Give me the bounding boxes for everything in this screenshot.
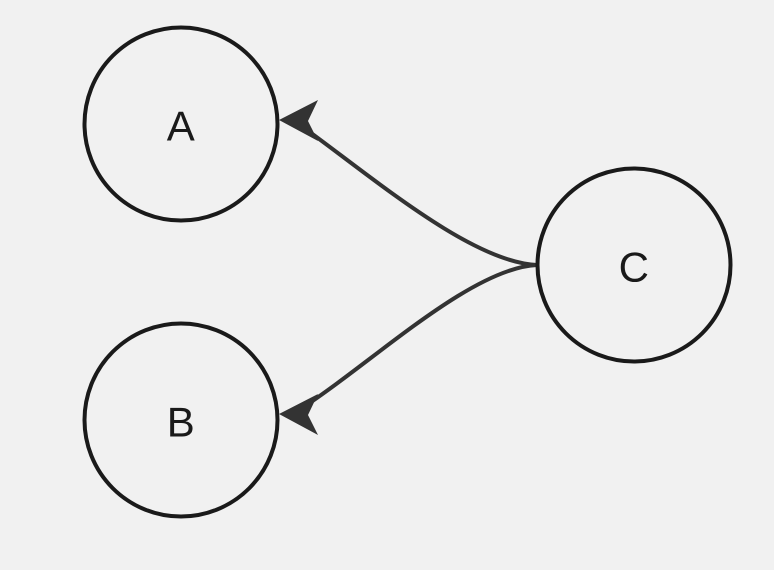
node-b-label: B [167,399,196,446]
edge-c-to-b-path [294,263,539,414]
node-c-circle [535,166,733,364]
edge-c-to-a-path [294,120,539,267]
node-c-label: C [619,244,650,291]
node-a-circle [82,25,280,223]
node-c[interactable]: C [535,166,733,364]
arrowhead-icon-edge-c-to-a [279,100,318,141]
node-b[interactable]: B [82,321,280,519]
arrowhead-icon-edge-c-to-b [279,394,318,435]
node-a-label: A [167,103,196,150]
edge-c-to-b[interactable] [279,263,539,435]
node-a[interactable]: A [82,25,280,223]
edge-c-to-a[interactable] [279,100,539,267]
node-b-circle [82,321,280,519]
